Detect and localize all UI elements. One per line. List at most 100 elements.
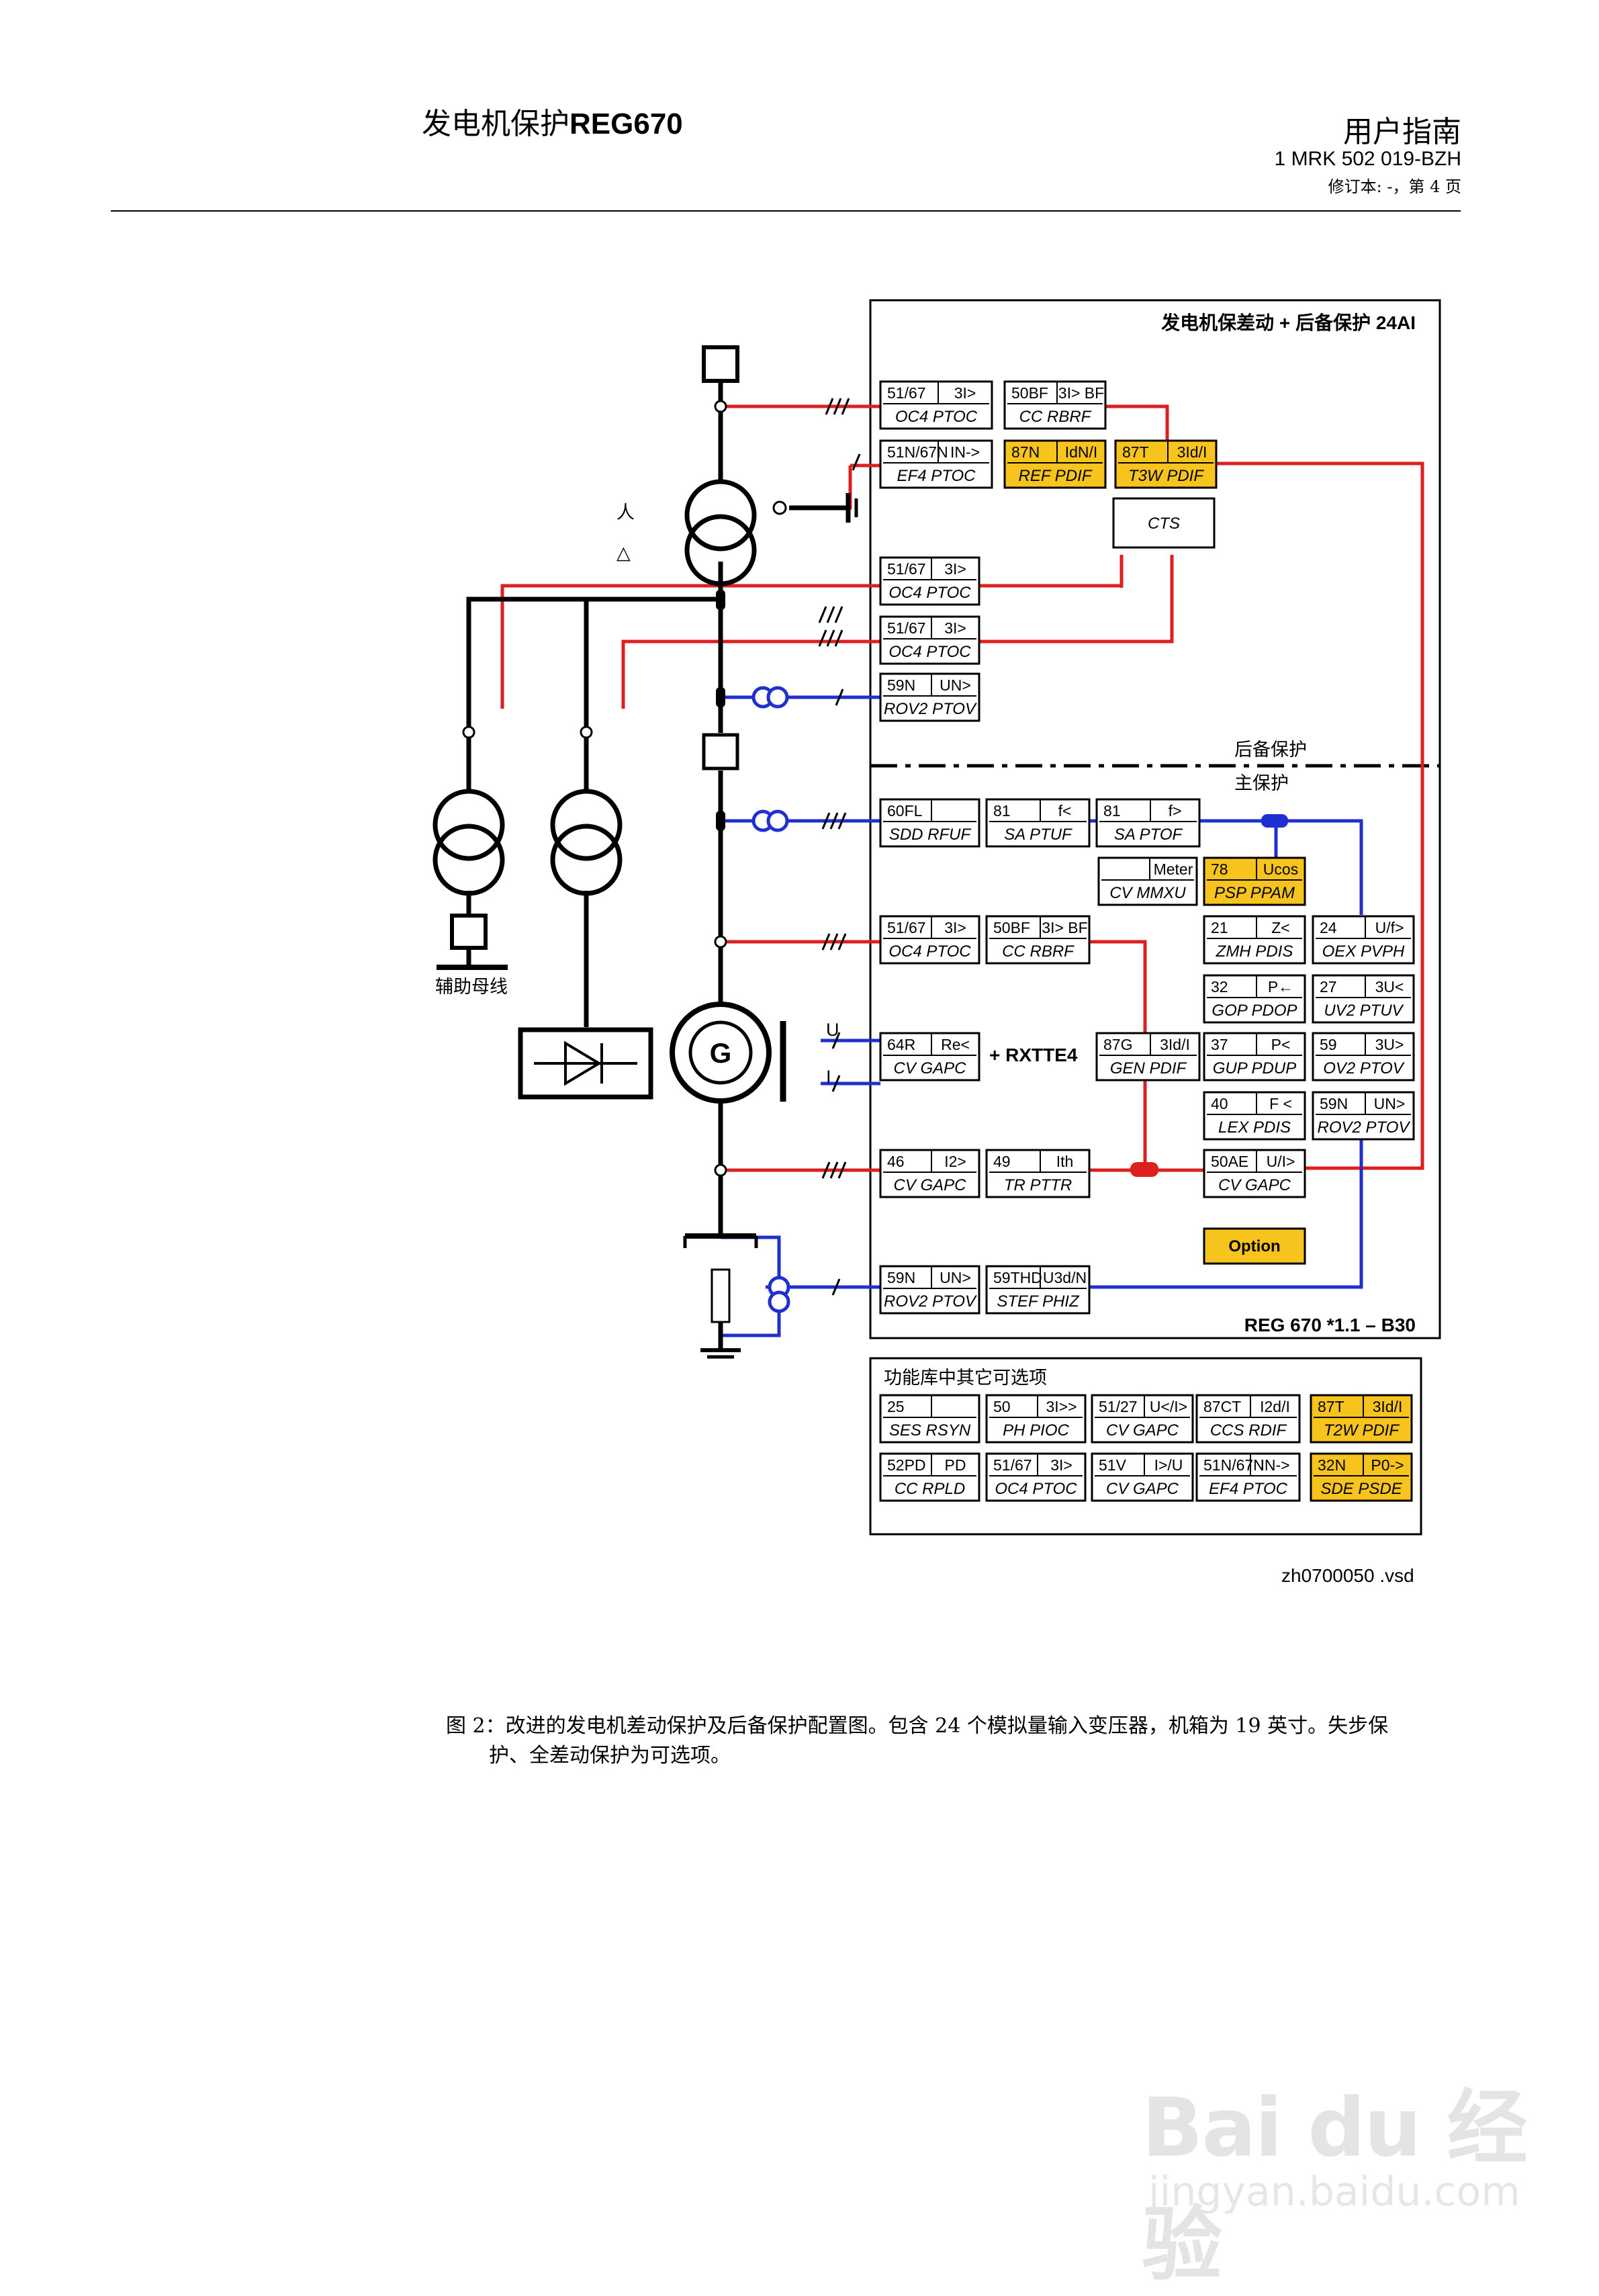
function-block-code: 50BF: [993, 919, 1030, 936]
function-block-symbol: 3I>: [944, 560, 966, 578]
function-block-code: 59: [1320, 1036, 1337, 1053]
function-block-name: ROV2 PTOV: [884, 1292, 977, 1311]
option-function-block-code: 51V: [1099, 1456, 1127, 1474]
option-button[interactable]: [1203, 1227, 1306, 1265]
function-block-symbol: F <: [1269, 1095, 1292, 1112]
phase-marks: [818, 398, 861, 1296]
option-function-block-symbol: P0->: [1371, 1456, 1404, 1474]
option-function-block-symbol: I>/U: [1154, 1456, 1183, 1474]
function-block-symbol: U/I>: [1267, 1153, 1295, 1170]
option-function-block-symbol: IN->: [1260, 1456, 1289, 1474]
function-block-symbol: f<: [1058, 802, 1072, 820]
function-block-name: CV GAPC: [893, 1176, 966, 1194]
function-block-code: 21: [1211, 919, 1228, 936]
function-blocks: 51/67 3I> OC4 PTOC 50BF 3I> BF CC RBRF 51N/67N…: [879, 380, 1415, 1315]
option-function-block-name: SES RSYN: [889, 1421, 971, 1440]
summing-node: [1130, 1162, 1158, 1177]
cts-block: [1112, 497, 1216, 549]
generator-symbol: G: [710, 1037, 732, 1069]
option-function-block-code: 25: [887, 1398, 905, 1415]
function-block-symbol: P<: [1271, 1036, 1291, 1053]
option-function-block-symbol: PD: [945, 1456, 966, 1474]
function-block-code: 40: [1211, 1095, 1228, 1112]
option-function-block-symbol: I2d/I: [1260, 1398, 1290, 1415]
model-label: REG 670 *1.1 – B30: [1244, 1315, 1416, 1335]
function-block: 51/67 3I> OC4 PTOC: [879, 915, 980, 965]
function-block-code: 51/67: [887, 384, 926, 402]
option-function-block-code: 32N: [1318, 1456, 1346, 1474]
function-block-code: 59N: [1320, 1095, 1348, 1112]
cts-label: CTS: [1148, 515, 1180, 533]
voltage-node: [1261, 814, 1288, 828]
function-block-code: 50BF: [1011, 384, 1048, 402]
voltage-transformer-icon: [751, 686, 790, 1313]
option-function-block-symbol: 3Id/I: [1373, 1398, 1403, 1415]
option-function-block-code: 87CT: [1203, 1398, 1241, 1415]
function-block-symbol: Ucos: [1263, 860, 1298, 878]
function-block-code: 51/67: [887, 919, 926, 936]
function-block-symbol: Z<: [1271, 919, 1289, 936]
option-function-block: 32N P0-> SDE PSDE: [1310, 1452, 1413, 1502]
resistor-icon: [711, 1268, 731, 1323]
function-block-symbol: 3Id/I: [1160, 1036, 1190, 1053]
function-block-name: GUP PDUP: [1213, 1059, 1296, 1077]
function-block-code: 24: [1320, 919, 1337, 936]
function-block: 37 P< GUP PDUP: [1203, 1032, 1306, 1081]
function-block-name: OEX PVPH: [1322, 942, 1405, 961]
function-block: 50BF 3I> BF CC RBRF: [985, 915, 1091, 965]
function-block-name: TR PTTR: [1004, 1176, 1072, 1194]
function-block-name: SDD RFUF: [889, 826, 972, 844]
function-block-name: OC4 PTOC: [888, 942, 971, 961]
function-block-code: 50AE: [1211, 1153, 1248, 1170]
function-block-name: ZMH PDIS: [1216, 942, 1293, 961]
function-block-name: OC4 PTOC: [895, 408, 978, 426]
breaker-icon: [450, 914, 488, 950]
function-block-name: CC RBRF: [1002, 942, 1075, 961]
option-function-block-code: 50: [993, 1398, 1011, 1415]
function-block-symbol: UN>: [1374, 1095, 1406, 1112]
header-divider: [111, 210, 1461, 212]
function-block-code: 51N/67N: [887, 443, 948, 461]
function-block-symbol: 3I> BF: [1042, 919, 1087, 936]
function-block-code: 81: [1103, 802, 1121, 820]
function-block-name: PSP PPAM: [1214, 884, 1295, 902]
function-block-symbol: 3I>: [944, 919, 966, 936]
function-block-code: 37: [1211, 1036, 1228, 1053]
function-block-code: 78: [1211, 860, 1228, 878]
function-block-name: ROV2 PTOV: [884, 700, 977, 718]
function-block-name: ROV2 PTOV: [1318, 1118, 1411, 1137]
function-block-code: 46: [887, 1153, 905, 1170]
document-id: 1 MRK 502 019-BZH: [1274, 148, 1461, 170]
function-block-symbol: I2>: [944, 1153, 966, 1170]
function-block-code: 81: [993, 802, 1011, 820]
delta-symbol: △: [616, 543, 631, 563]
function-block-name: OC4 PTOC: [888, 643, 971, 661]
function-block-symbol: UN>: [940, 676, 971, 694]
options-title: 功能库中其它可选项: [884, 1368, 1047, 1388]
option-function-block-name: SDE PSDE: [1320, 1480, 1402, 1498]
function-block-symbol: IN->: [950, 443, 980, 461]
function-block-code: 59THD: [993, 1269, 1042, 1286]
function-block-name: REF PDIF: [1019, 467, 1093, 485]
main-transformer-icon: [684, 479, 757, 586]
function-block-symbol: 3I>: [944, 619, 966, 637]
option-function-block-code: 51/67: [993, 1456, 1032, 1474]
function-block-symbol: P←: [1268, 978, 1293, 996]
